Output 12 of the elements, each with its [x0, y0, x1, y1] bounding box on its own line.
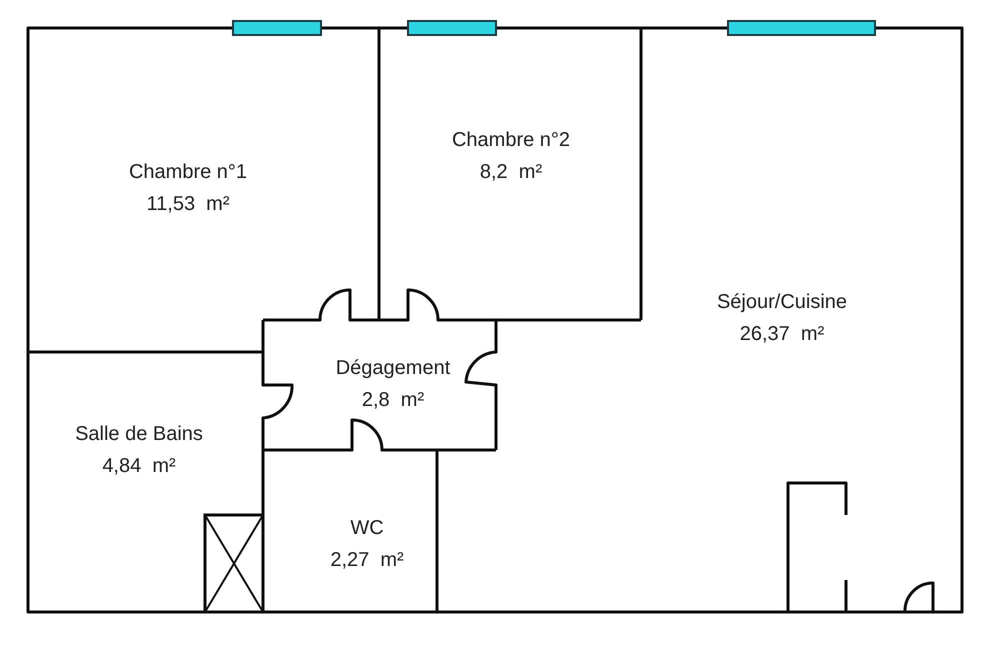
room-area: 2,27 m²	[330, 544, 404, 576]
room-area: 4,84 m²	[102, 450, 176, 482]
room-area: 26,37 m²	[740, 318, 824, 350]
room-area: 2,8 m²	[362, 384, 424, 416]
room-name: Dégagement	[336, 356, 450, 381]
room-area: 11,53 m²	[146, 188, 230, 220]
room-area: 8,2 m²	[480, 156, 542, 188]
room-name: Chambre n°1	[128, 160, 248, 185]
room-name: Séjour/Cuisine	[716, 290, 848, 315]
room-name: Chambre n°2	[452, 128, 570, 153]
room-name: Salle de Bains	[75, 422, 203, 447]
room-name: WC	[350, 516, 384, 541]
